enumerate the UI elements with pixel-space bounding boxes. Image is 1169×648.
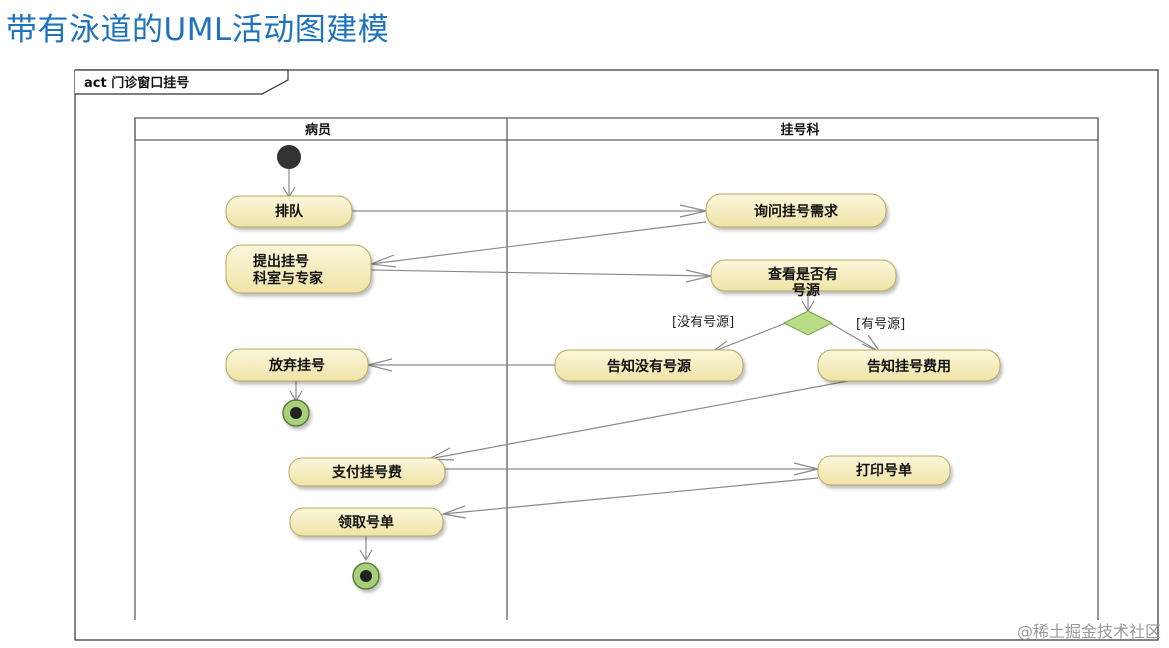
guard-has-source: [有号源] bbox=[856, 317, 905, 332]
action-ask-need: 询问挂号需求 bbox=[705, 193, 887, 228]
watermark: @稀土掘金技术社区 bbox=[1016, 622, 1161, 641]
action-print-slip-label: 打印号单 bbox=[856, 462, 912, 479]
slide-title: 带有泳道的UML活动图建模 bbox=[6, 12, 390, 48]
action-give-up-label: 放弃挂号 bbox=[268, 357, 325, 374]
frame-label: act 门诊窗口挂号 bbox=[84, 75, 189, 91]
diagram-frame bbox=[74, 69, 1159, 641]
action-propose-dept-line1: 提出挂号 bbox=[253, 253, 309, 270]
action-propose-dept: 提出挂号 科室与专家 bbox=[225, 244, 372, 294]
final-node-complete bbox=[352, 562, 380, 590]
initial-node bbox=[277, 145, 301, 169]
lane-header-patient: 病员 bbox=[305, 122, 331, 138]
action-pay-fee: 支付挂号费 bbox=[288, 457, 446, 487]
action-notify-none-label: 告知没有号源 bbox=[607, 358, 691, 375]
action-give-up: 放弃挂号 bbox=[225, 348, 369, 382]
action-check-source-line2: 号源 bbox=[792, 282, 820, 299]
action-notify-fee-label: 告知挂号费用 bbox=[867, 358, 951, 375]
action-queue-label: 排队 bbox=[275, 203, 304, 220]
action-check-source-line1: 查看是否有 bbox=[768, 266, 838, 283]
final-node-give-up bbox=[282, 399, 310, 427]
action-ask-need-label: 询问挂号需求 bbox=[754, 203, 839, 220]
action-queue: 排队 bbox=[225, 195, 353, 228]
frame-label-tab bbox=[75, 69, 289, 95]
action-propose-dept-line2: 科室与专家 bbox=[253, 270, 324, 287]
swimlanes bbox=[134, 117, 1099, 620]
action-notify-fee: 告知挂号费用 bbox=[817, 349, 1001, 382]
action-check-source: 查看是否有 bbox=[710, 259, 897, 292]
guard-no-source: [没有号源] bbox=[672, 315, 734, 330]
action-receive-slip: 领取号单 bbox=[289, 507, 444, 537]
decision-node bbox=[782, 310, 834, 336]
action-pay-fee-label: 支付挂号费 bbox=[331, 464, 402, 481]
action-notify-none: 告知没有号源 bbox=[554, 349, 744, 382]
action-print-slip: 打印号单 bbox=[817, 455, 951, 486]
action-receive-slip-label: 领取号单 bbox=[338, 514, 394, 531]
lane-header-registration: 挂号科 bbox=[780, 122, 819, 138]
